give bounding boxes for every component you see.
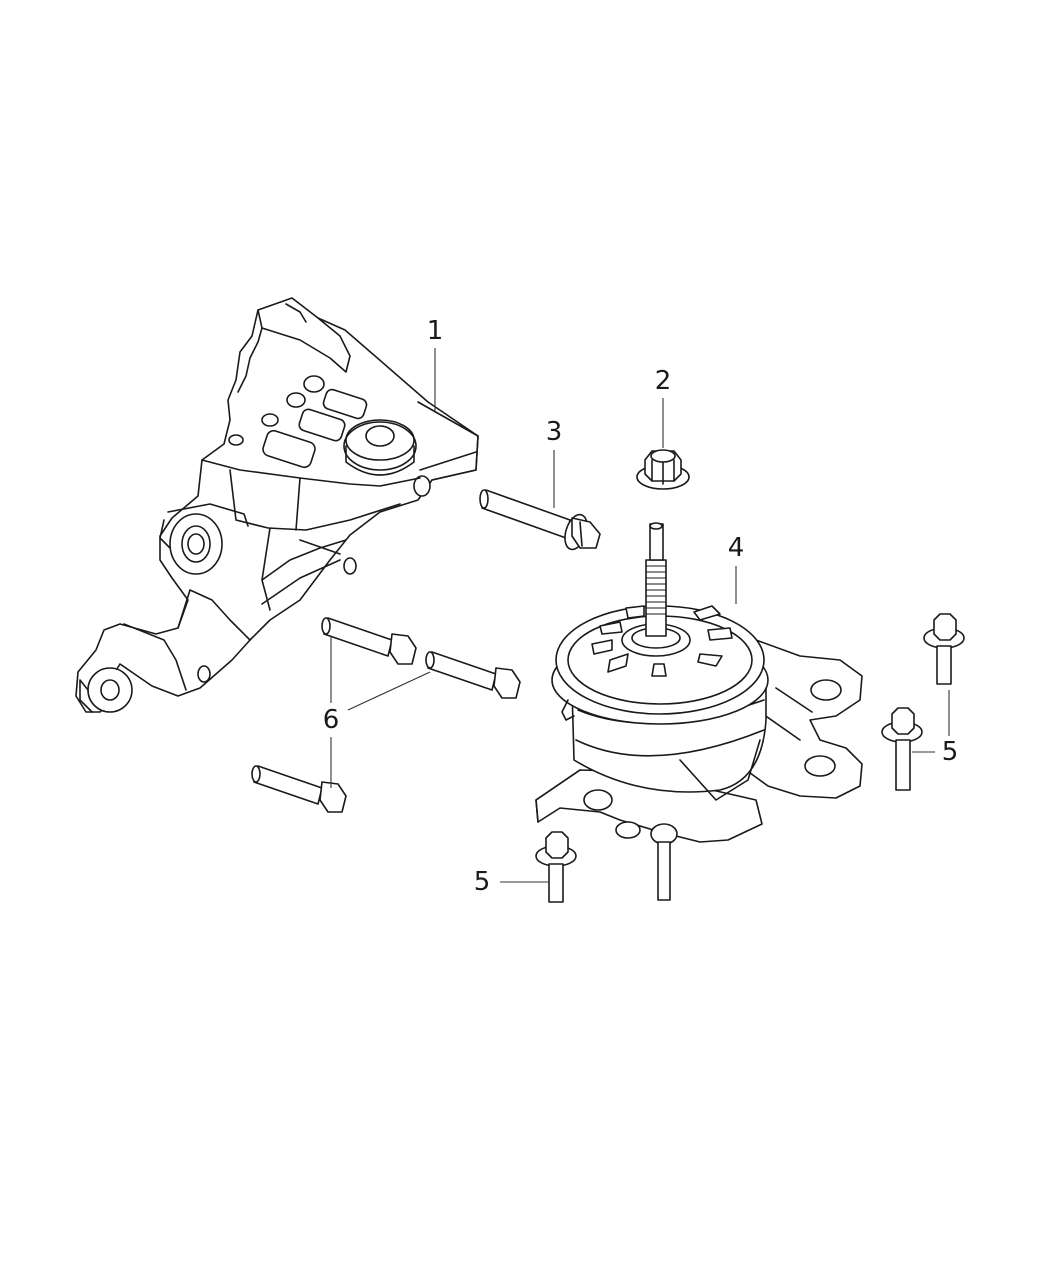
flange-bolt-part-6-middle bbox=[425, 651, 521, 699]
washer-bolt-part-5-lower-right bbox=[881, 707, 923, 791]
flange-bolt-part-3 bbox=[479, 489, 601, 551]
washer-bolt-part-5-bottom bbox=[535, 831, 577, 903]
flange-nut-part-2 bbox=[636, 449, 690, 490]
flange-bolt-part-6-top bbox=[321, 617, 417, 665]
leader-6-middle bbox=[347, 671, 431, 711]
mount-bracket-part-1 bbox=[75, 297, 479, 713]
callout-3: 3 bbox=[545, 417, 563, 447]
callout-2: 2 bbox=[654, 366, 672, 396]
callout-6: 6 bbox=[322, 705, 340, 735]
callout-5-bottom: 5 bbox=[473, 867, 491, 897]
engine-mount-part-4 bbox=[535, 522, 863, 901]
leader-lines bbox=[330, 348, 950, 883]
callout-4: 4 bbox=[727, 533, 745, 563]
flange-bolt-part-6-bottom bbox=[251, 765, 347, 813]
callout-1: 1 bbox=[426, 316, 444, 346]
washer-bolt-part-5-upper-right bbox=[923, 613, 965, 685]
callout-5-right: 5 bbox=[941, 737, 959, 767]
